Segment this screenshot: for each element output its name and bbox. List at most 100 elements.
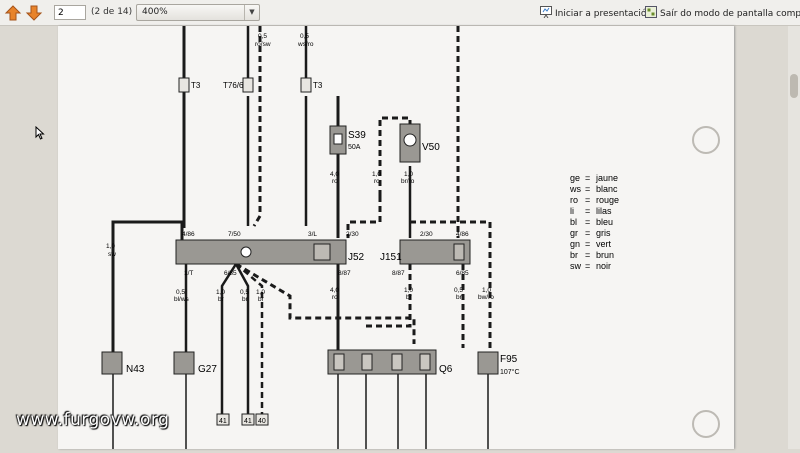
legend-code: ge	[570, 173, 580, 183]
document-page: T3 T76/6 T3 0,5 ro/sw 0,5 ws/ro S39 50A …	[58, 26, 734, 449]
exit-fullscreen-label: Saír do modo de pantalla completa	[660, 9, 800, 19]
wire-label-size: 1,0	[106, 243, 115, 250]
start-presentation-label: Iniciar a presentación	[555, 9, 653, 19]
legend-name: gris	[596, 228, 611, 238]
arrow-down-icon	[25, 5, 43, 21]
pin-label: 2/30	[346, 231, 359, 238]
legend-equals: =	[585, 228, 590, 238]
legend-name: brun	[596, 250, 614, 260]
n43-label: N43	[126, 364, 145, 375]
legend-equals: =	[585, 173, 590, 183]
wire-label-color: ro/sw	[255, 41, 271, 48]
pin-label: 6/85	[224, 270, 237, 277]
s39-rating: 50A	[348, 144, 361, 151]
wire-label-color: ro	[332, 178, 338, 185]
legend-code: sw	[570, 261, 582, 271]
wire-label-size: 4,0	[330, 287, 339, 294]
wire-label-color: ro	[332, 294, 338, 301]
wire-label-color: br	[456, 294, 463, 301]
pin-label: 7/50	[228, 231, 241, 238]
ground-point-label: 41	[244, 418, 252, 425]
legend-code: gr	[570, 228, 578, 238]
legend-name: jaune	[595, 173, 618, 183]
wire-label-color: sw	[108, 251, 116, 258]
wire-label-size: 1,0	[372, 171, 381, 178]
wire-label-size: 0,5	[176, 289, 185, 296]
document-viewer[interactable]: T3 T76/6 T3 0,5 ro/sw 0,5 ws/ro S39 50A …	[0, 26, 800, 449]
wire-label-size: 0,5	[258, 33, 267, 40]
wire-label-size: 1,0	[256, 289, 265, 296]
wire-label-color: ro	[374, 178, 380, 185]
page-number-input[interactable]	[54, 5, 86, 20]
legend-code: ro	[570, 195, 578, 205]
legend-name: lilas	[596, 206, 612, 216]
legend-code: br	[570, 250, 578, 260]
watermark: www.furgovw.org	[16, 410, 170, 430]
legend-equals: =	[585, 261, 590, 271]
pin-label: 8/87	[338, 270, 351, 277]
viewer-toolbar: (2 de 14) 400% ▼ Iniciar a presentación …	[0, 0, 800, 26]
start-presentation-button[interactable]: Iniciar a presentación	[540, 6, 652, 19]
pin-label: 4/86	[182, 231, 195, 238]
legend-name: rouge	[596, 195, 619, 205]
wire-label-color: br/ro	[401, 178, 415, 185]
wire-label-color: bl/ws	[174, 296, 190, 303]
legend-equals: =	[585, 184, 590, 194]
zoom-value: 400%	[142, 7, 168, 17]
pin-label: 8/87	[392, 270, 405, 277]
f95-label: F95	[500, 354, 518, 365]
wire-label-color: br	[258, 296, 265, 303]
wire-label-color: br	[218, 296, 225, 303]
legend-name: bleu	[596, 217, 613, 227]
wire-label-size: 0,5	[300, 33, 309, 40]
connector-t3-right: T3	[313, 81, 323, 90]
wire-label-color: bw/ro	[478, 294, 494, 301]
vertical-scrollbar[interactable]	[788, 26, 800, 449]
pin-label: 1/T	[184, 270, 193, 277]
wire-label-color: br	[406, 294, 413, 301]
s39-label: S39	[348, 130, 366, 141]
legend-name: vert	[596, 239, 612, 249]
color-legend: ge = jaune ws = blanc ro = rouge li = li…	[569, 173, 619, 271]
zoom-select[interactable]: 400% ▼	[136, 4, 260, 21]
legend-code: bl	[570, 217, 577, 227]
legend-equals: =	[585, 217, 590, 227]
wire-label-size: 1,0	[404, 287, 413, 294]
wire-label-size: 1,0	[404, 171, 413, 178]
relay-j52-label: J52	[348, 252, 365, 263]
legend-equals: =	[585, 239, 590, 249]
ground-point-label: 41	[219, 418, 227, 425]
pin-label: 3/L	[308, 231, 317, 238]
pin-label: 4/86	[456, 231, 469, 238]
legend-equals: =	[585, 195, 590, 205]
legend-name: noir	[596, 261, 611, 271]
v50-label: V50	[422, 142, 440, 153]
fullscreen-icon	[645, 6, 657, 18]
wire-label-size: 0,5	[240, 289, 249, 296]
wire-label-color: br	[242, 296, 249, 303]
pin-label: 6/85	[456, 270, 469, 277]
exit-fullscreen-button[interactable]: Saír do modo de pantalla completa	[645, 6, 800, 19]
page-count-label: (2 de 14)	[91, 7, 133, 17]
legend-code: gn	[570, 239, 580, 249]
mouse-pointer-icon	[35, 126, 45, 140]
pin-label: 2/30	[420, 231, 433, 238]
scrollbar-thumb[interactable]	[790, 74, 798, 98]
legend-equals: =	[585, 206, 590, 216]
wire-label-color: ws/ro	[297, 41, 314, 48]
wiring-diagram: T3 T76/6 T3 0,5 ro/sw 0,5 ws/ro S39 50A …	[101, 26, 720, 449]
presentation-icon	[540, 6, 552, 18]
q6-label: Q6	[439, 364, 453, 375]
previous-page-button[interactable]	[4, 4, 22, 22]
f95-temperature: 107°C	[500, 368, 520, 376]
wire-label-size: 4,0	[330, 171, 339, 178]
connector-t3-left: T3	[191, 81, 201, 90]
legend-code: ws	[569, 184, 581, 194]
next-page-button[interactable]	[25, 4, 43, 22]
legend-name: blanc	[596, 184, 618, 194]
legend-equals: =	[585, 250, 590, 260]
chevron-down-icon: ▼	[244, 5, 259, 20]
connector-t76: T76/6	[223, 81, 244, 90]
wire-label-size: 1,0	[216, 289, 225, 296]
legend-code: li	[570, 206, 574, 216]
